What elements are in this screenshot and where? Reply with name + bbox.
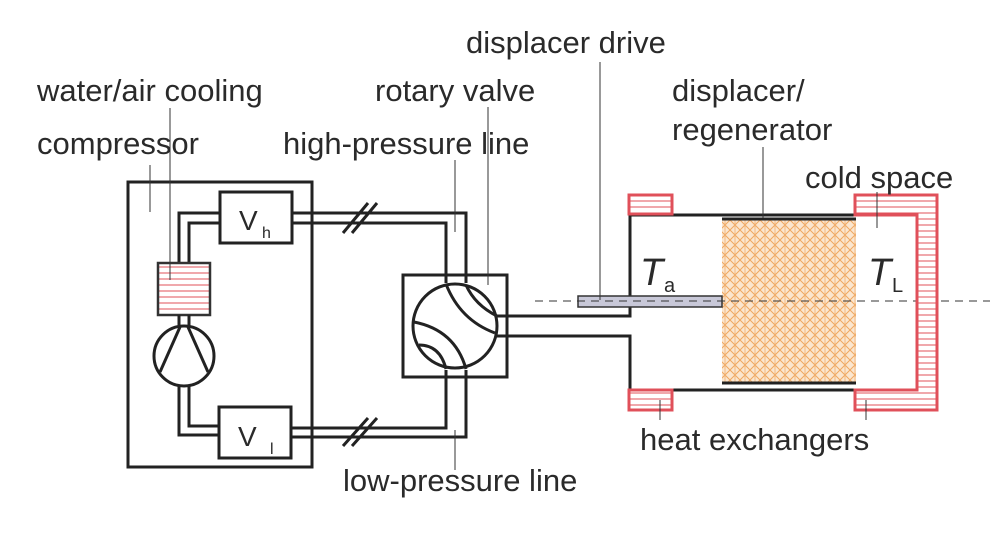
heat-exchangers (627, 193, 939, 412)
vh-box (218, 190, 294, 245)
tl-label: T (868, 252, 894, 294)
label-heat-exchangers: heat exchangers (640, 422, 869, 457)
svg-text:l: l (270, 441, 274, 458)
rotary-valve (401, 273, 509, 379)
label-regenerator: regenerator (672, 112, 832, 147)
label-displacer: displacer/ (672, 73, 805, 108)
cooling-heat-exchanger (156, 261, 212, 317)
label-compressor: compressor (37, 126, 199, 161)
svg-text:h: h (262, 225, 271, 242)
label-cold-space: cold space (805, 160, 953, 195)
label-displacer-drive: displacer drive (466, 25, 666, 60)
label-water-air-cooling: water/air cooling (36, 73, 263, 108)
compressor-pump-icon (152, 324, 216, 388)
compressor-unit: V h V l (126, 180, 314, 469)
svg-text:L: L (892, 275, 903, 297)
vl-label: V (238, 421, 257, 452)
svg-text:a: a (664, 275, 676, 297)
label-low-pressure-line: low-pressure line (343, 463, 577, 498)
ta-label: T (640, 252, 666, 294)
label-high-pressure-line: high-pressure line (283, 126, 529, 161)
vh-label: V (239, 205, 258, 236)
label-rotary-valve: rotary valve (375, 73, 535, 108)
break-mark-icon (341, 202, 379, 447)
vl-box (217, 405, 293, 460)
